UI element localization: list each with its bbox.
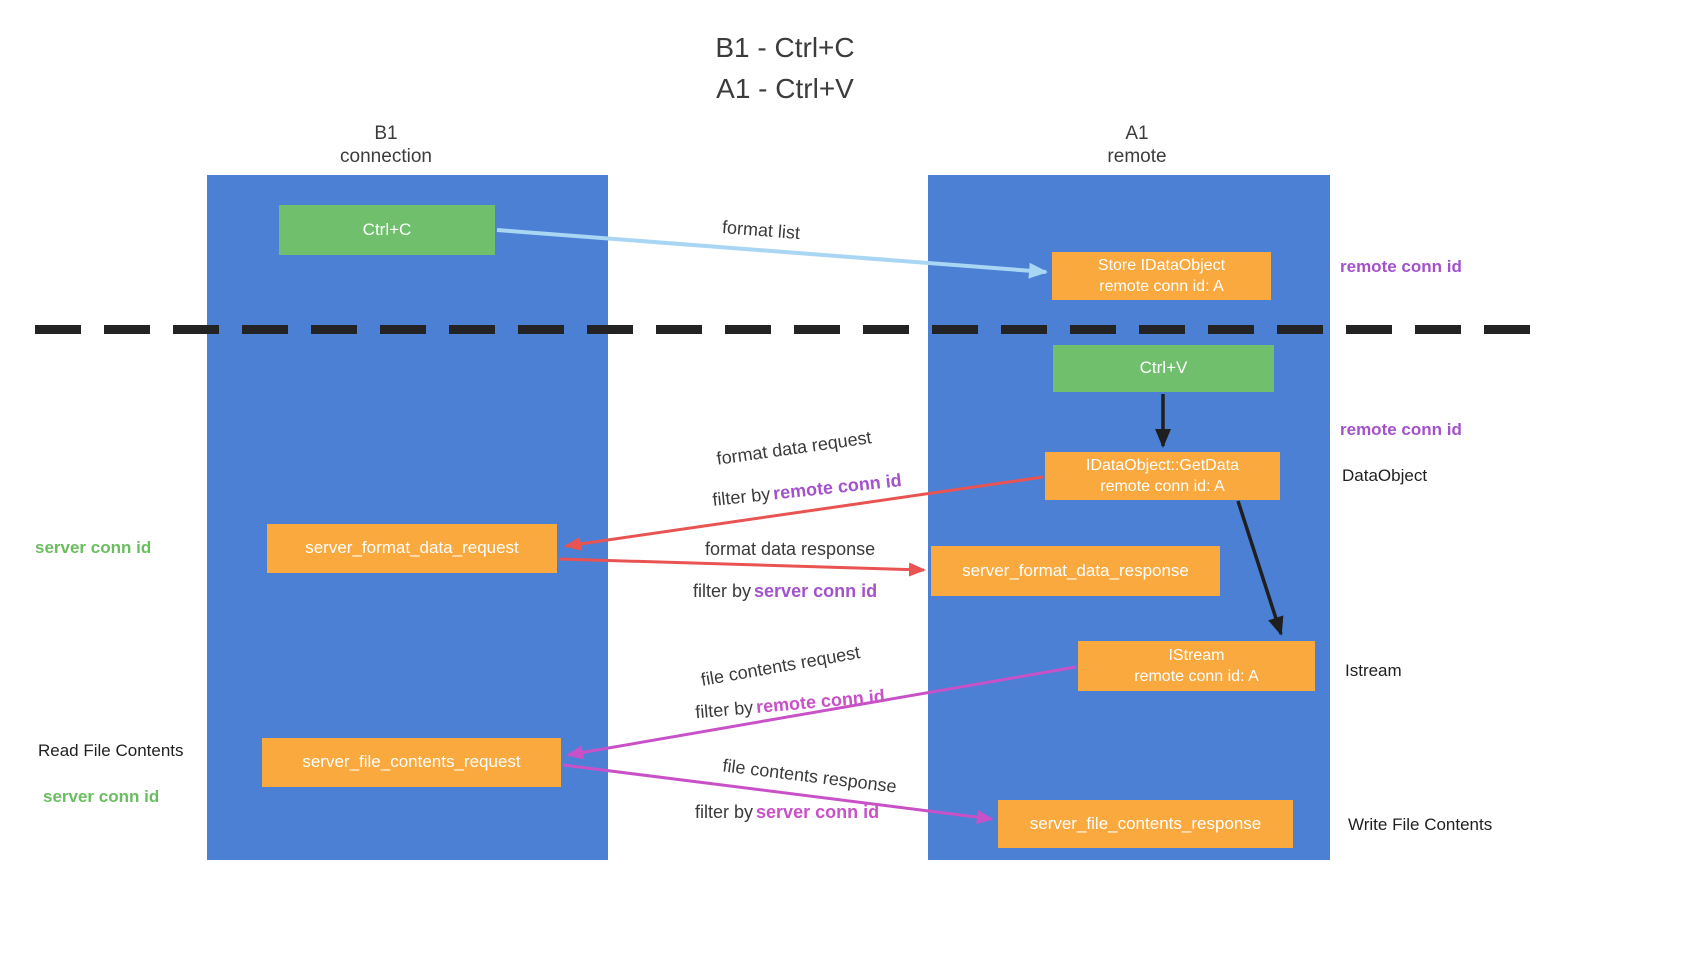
server-format-data-request-node: server_format_data_request [267,524,557,573]
file-contents-request-label: file contents request [699,642,862,690]
title-line-2: A1 - Ctrl+V [716,72,854,104]
ctrl-c-node: Ctrl+C [279,205,495,255]
store-idataobject-node: Store IDataObject remote conn id: A [1052,252,1271,300]
server-conn-id-label-top: server conn id [35,538,152,557]
store-idataobject-line1: Store IDataObject [1097,256,1226,274]
ctrl-v-node: Ctrl+V [1053,345,1274,392]
ctrl-c-label: Ctrl+C [362,219,412,239]
server-file-contents-response-node: server_file_contents_response [998,800,1293,848]
write-file-contents-label: Write File Contents [1348,815,1493,834]
istream-line2: remote conn id: A [1134,668,1259,685]
filter-by-text-4: filter by [695,802,754,822]
istream-node: IStream remote conn id: A [1078,641,1315,691]
remote-conn-id-label-mid: remote conn id [1340,420,1462,439]
server-file-contents-request-node: server_file_contents_request [262,738,561,787]
idataobject-getdata-node: IDataObject::GetData remote conn id: A [1045,452,1280,500]
column-b1-name: B1 [374,123,398,144]
file-contents-request-filter-label: filter byremote conn id [694,686,885,723]
server-file-contents-response-label: server_file_contents_response [1029,813,1262,833]
column-header-b1: B1 connection [286,122,486,168]
dataobject-label: DataObject [1342,466,1428,485]
format-data-request-filter-label: filter byremote conn id [711,470,902,511]
format-data-request-label: format data request [715,427,873,469]
store-idataobject-line2: remote conn id: A [1099,278,1224,295]
server-format-data-response-label: server_format_data_response [962,560,1189,580]
remote-conn-id-label-top: remote conn id [1340,257,1462,276]
server-file-contents-request-label: server_file_contents_request [302,752,521,772]
column-a1-name: A1 [1125,123,1149,144]
format-list-label: format list [721,216,801,244]
diagram-title: B1 - Ctrl+C A1 - Ctrl+V [595,28,975,109]
server-format-data-response-node: server_format_data_response [931,546,1220,596]
remote-conn-id-highlight-1: remote conn id [772,470,903,504]
server-format-data-request-label: server_format_data_request [305,538,519,558]
filter-by-text-3: filter by [694,697,754,723]
remote-conn-id-highlight-2: remote conn id [755,685,886,717]
getdata-line2: remote conn id: A [1100,478,1225,495]
server-conn-id-highlight-1: server conn id [754,581,878,601]
filter-by-text-1: filter by [711,483,772,510]
ctrl-v-label: Ctrl+V [1139,358,1188,378]
filter-by-text-2: filter by [693,581,752,601]
istream-line1: IStream [1168,646,1225,664]
column-a1-subtitle: remote [1107,146,1167,168]
format-data-response-label: format data response [705,539,876,559]
column-b1-subtitle: connection [340,146,432,168]
server-conn-id-label-bottom: server conn id [43,787,160,806]
session-divider-line [35,325,1533,334]
title-line-1: B1 - Ctrl+C [715,32,855,63]
read-file-contents-label: Read File Contents [38,741,184,760]
column-header-a1: A1 remote [1037,122,1237,168]
getdata-line1: IDataObject::GetData [1086,456,1239,474]
file-contents-response-label: file contents response [721,755,898,797]
server-conn-id-highlight-2: server conn id [756,802,880,822]
istream-side-label: Istream [1345,661,1402,680]
format-data-response-arrow [558,557,926,577]
